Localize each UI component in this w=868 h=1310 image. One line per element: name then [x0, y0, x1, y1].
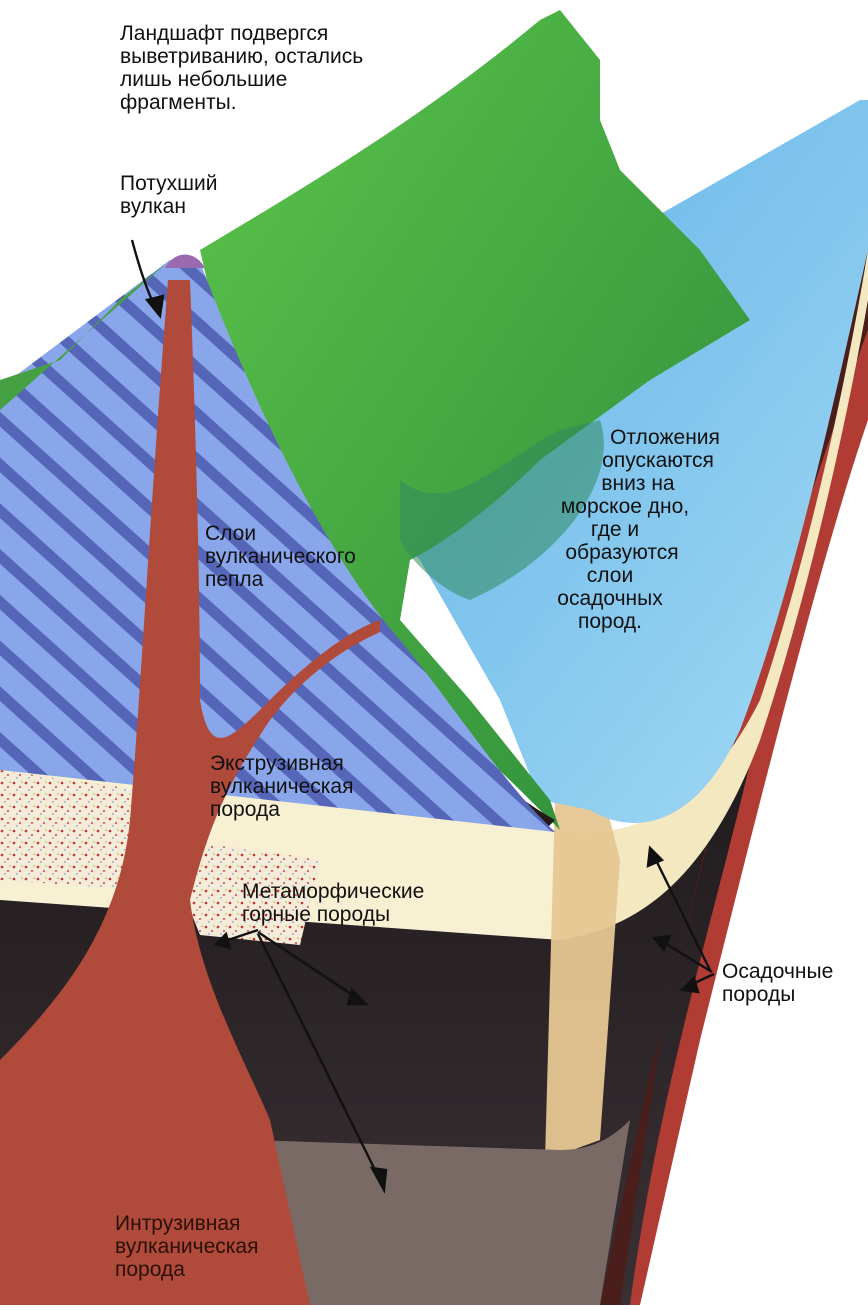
label-line: где и: [420, 518, 800, 541]
label-line: выветриванию, остались: [120, 45, 363, 68]
label-line: образуются: [420, 541, 800, 564]
metamorphic-speckle-left: [0, 770, 140, 890]
label-intrusive: Интрузивная вулканическая порода: [115, 1212, 258, 1281]
label-line: слои: [420, 564, 800, 587]
label-line: осадочных: [420, 587, 800, 610]
label-line: породы: [722, 983, 833, 1006]
label-line: опускаются: [420, 449, 800, 472]
label-line: морское дно,: [420, 495, 800, 518]
label-line: порода: [210, 798, 353, 821]
volcano-vent: [165, 255, 205, 269]
label-line: фрагменты.: [120, 91, 363, 114]
label-line: вниз на: [420, 472, 800, 495]
label-line: горные породы: [242, 903, 424, 926]
label-line: Ландшафт подвергся: [120, 22, 363, 45]
label-line: вулканического: [205, 545, 356, 568]
label-ash-layers: Слои вулканического пепла: [205, 522, 356, 591]
label-line: Интрузивная: [115, 1212, 258, 1235]
label-line: Экструзивная: [210, 752, 353, 775]
label-extrusive: Экструзивная вулканическая порода: [210, 752, 353, 821]
label-line: пород.: [420, 610, 800, 633]
label-line: вулканическая: [115, 1235, 258, 1258]
label-sediments: Отложения опускаются вниз на морское дно…: [420, 426, 800, 633]
label-line: Слои: [205, 522, 356, 545]
label-weathered: Ландшафт подвергся выветриванию, осталис…: [120, 22, 363, 114]
label-line: вулканическая: [210, 775, 353, 798]
label-line: Отложения: [420, 426, 800, 449]
label-line: вулкан: [120, 195, 217, 218]
label-line: Метаморфические: [242, 880, 424, 903]
label-line: Потухший: [120, 172, 217, 195]
label-sedimentary: Осадочные породы: [722, 960, 833, 1006]
label-line: лишь небольшие: [120, 68, 363, 91]
label-line: Осадочные: [722, 960, 833, 983]
label-metamorphic: Метаморфические горные породы: [242, 880, 424, 926]
label-line: пепла: [205, 568, 356, 591]
label-extinct-volcano: Потухший вулкан: [120, 172, 217, 218]
label-line: порода: [115, 1258, 258, 1281]
